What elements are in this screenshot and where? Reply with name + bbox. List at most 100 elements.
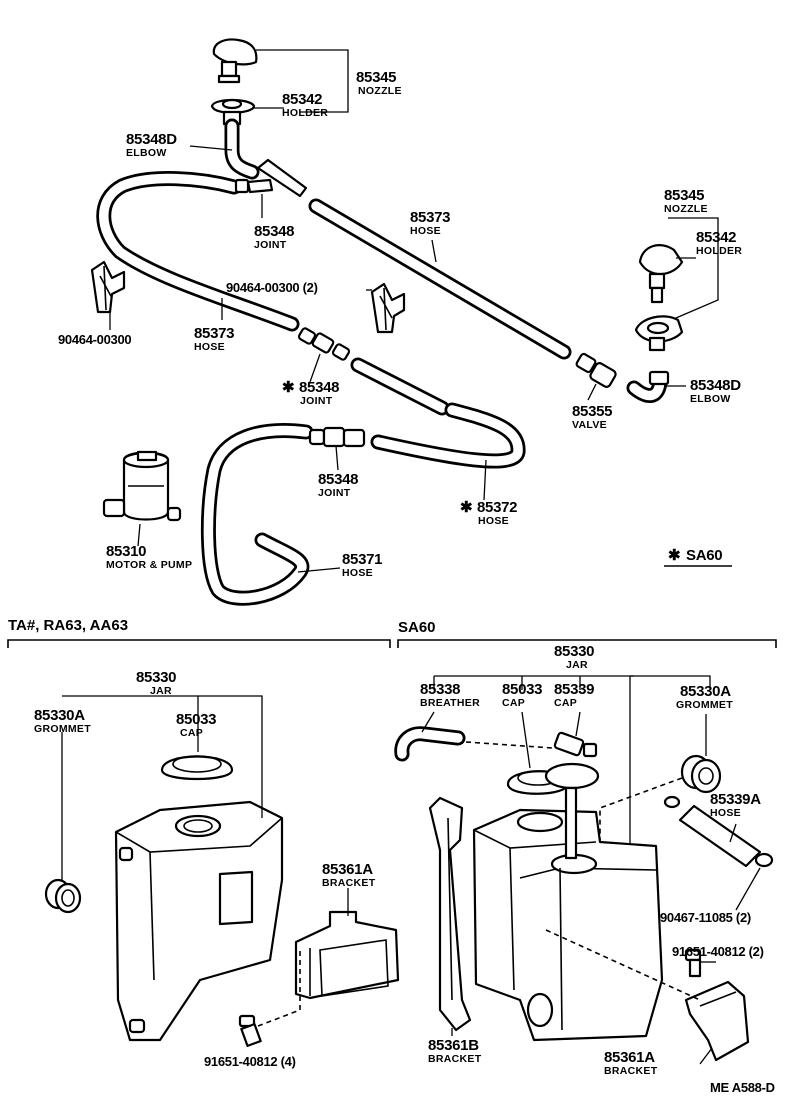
svg-text:85033: 85033: [502, 681, 542, 698]
motor-pump-85310: [102, 450, 182, 522]
label-valve: 85355 VALVE: [572, 403, 613, 431]
label-hose-85373-left: 85373 HOSE: [194, 325, 235, 353]
hose-85339a: [663, 795, 774, 868]
label-bolt-left: 91651-40812 (4): [204, 1054, 296, 1069]
svg-text:HOLDER: HOLDER: [696, 245, 742, 257]
label-motor: 85310 MOTOR & PUMP: [106, 543, 192, 571]
label-jar-left: 85330 JAR: [136, 669, 177, 697]
svg-text:90467-11085 (2): 90467-11085 (2): [660, 910, 751, 925]
label-bracket-85361b: 85361B BRACKET: [428, 1037, 482, 1065]
star-icon: ✱: [460, 499, 473, 516]
bracket-85361b: [428, 796, 472, 1032]
svg-text:GROMMET: GROMMET: [34, 723, 91, 735]
svg-text:85330A: 85330A: [34, 707, 85, 724]
svg-text:HOSE: HOSE: [410, 225, 441, 237]
label-bolt-right: 91651-40812 (2): [672, 944, 764, 959]
svg-text:JOINT: JOINT: [300, 395, 333, 407]
svg-text:GROMMET: GROMMET: [676, 699, 733, 711]
nozzle-top: [212, 38, 258, 84]
hose-85372: [370, 402, 526, 469]
label-grommet-left: 85330A GROMMET: [34, 707, 91, 735]
svg-text:HOLDER: HOLDER: [282, 107, 328, 119]
bracket-85361a-right: [545, 929, 750, 1062]
svg-text:HOSE: HOSE: [342, 567, 373, 579]
label-hose-85339a: 85339A HOSE: [710, 791, 762, 819]
grommet-85330a-left: [44, 878, 82, 914]
hose-85373-right: [308, 198, 572, 360]
label-section-left: TA#, RA63, AA63: [8, 617, 128, 634]
leader-lines: [61, 49, 761, 1065]
svg-text:85345: 85345: [356, 69, 396, 86]
label-clip-right: 90467-11085 (2): [660, 910, 751, 925]
label-hose-85373-right: 85373 HOSE: [410, 209, 451, 237]
elbow-85348d-top: [224, 118, 260, 180]
hose-85373-left: [96, 171, 300, 332]
holder-top: [210, 98, 256, 126]
svg-text:85338: 85338: [420, 681, 460, 698]
svg-text:ME A588-D: ME A588-D: [710, 1080, 775, 1095]
section-bracket-right: [397, 639, 777, 648]
svg-text:85330: 85330: [554, 643, 594, 660]
svg-text:85361B: 85361B: [428, 1037, 479, 1054]
label-drawing-code: ME A588-D: [710, 1080, 775, 1095]
svg-text:85348D: 85348D: [690, 377, 741, 394]
label-nozzle-right: 85345 NOZZLE: [664, 187, 708, 215]
label-jar-right: 85330 JAR: [554, 643, 595, 671]
label-elbow-top: 85348D ELBOW: [126, 131, 178, 159]
star-icon: ✱: [282, 379, 295, 396]
clamp-90464-left: [90, 260, 126, 314]
svg-text:BRACKET: BRACKET: [604, 1065, 658, 1077]
clamp-90464-mid: [370, 282, 406, 334]
label-grommet-right: 85330A GROMMET: [676, 683, 733, 711]
svg-text:ELBOW: ELBOW: [690, 393, 731, 405]
svg-text:CAP: CAP: [502, 697, 525, 709]
label-breather: 85338 BREATHER: [420, 681, 480, 709]
jar-left-85330: [114, 800, 284, 1042]
svg-text:85345: 85345: [664, 187, 704, 204]
svg-text:SA60: SA60: [686, 547, 722, 564]
svg-text:85372: 85372: [477, 499, 517, 516]
label-cap-left: 85033 CAP: [176, 711, 217, 739]
label-holder-top: 85342 HOLDER: [282, 91, 328, 119]
svg-text:85373: 85373: [410, 209, 450, 226]
label-section-right: SA60: [398, 619, 436, 636]
breather-85338: [394, 726, 553, 762]
label-joint-star: ✱ 85348 JOINT: [282, 379, 340, 407]
svg-text:85342: 85342: [282, 91, 322, 108]
label-hose-85372: ✱ 85372 HOSE: [460, 499, 518, 527]
label-bracket-left: 85361A BRACKET: [322, 861, 375, 889]
star-icon: ✱: [668, 547, 681, 564]
svg-text:85033: 85033: [176, 711, 216, 728]
svg-text:SA60: SA60: [398, 619, 436, 636]
label-elbow-right: 85348D ELBOW: [690, 377, 742, 405]
svg-text:85355: 85355: [572, 403, 612, 420]
label-holder-right: 85342 HOLDER: [696, 229, 742, 257]
label-clamp-mid: 90464-00300 (2): [226, 280, 318, 295]
joint-85348-lower: [308, 426, 366, 448]
svg-text:VALVE: VALVE: [572, 419, 607, 431]
svg-text:BRACKET: BRACKET: [428, 1053, 482, 1065]
svg-text:NOZZLE: NOZZLE: [664, 203, 708, 215]
svg-text:JOINT: JOINT: [318, 487, 351, 499]
label-sa60-note: ✱ SA60: [664, 547, 732, 567]
cap-85339: [544, 731, 600, 860]
label-bracket-right: 85361A BRACKET: [604, 1049, 658, 1077]
svg-text:90464-00300 (2): 90464-00300 (2): [226, 280, 318, 295]
svg-text:HOSE: HOSE: [478, 515, 509, 527]
svg-text:JAR: JAR: [566, 659, 588, 671]
svg-text:85339A: 85339A: [710, 791, 761, 808]
joint-85348-star: [297, 327, 351, 361]
bolt-91651-right: [684, 948, 702, 978]
svg-text:85361A: 85361A: [322, 861, 373, 878]
svg-text:85361A: 85361A: [604, 1049, 655, 1066]
bolt-91651-left: [238, 950, 301, 1047]
svg-text:HOSE: HOSE: [194, 341, 225, 353]
hose-mid-segment: [350, 357, 450, 416]
grommet-85330a-right: [599, 754, 722, 840]
svg-text:85348: 85348: [254, 223, 294, 240]
label-hose-85371: 85371 HOSE: [342, 551, 383, 579]
svg-text:85373: 85373: [194, 325, 234, 342]
svg-text:JAR: JAR: [150, 685, 172, 697]
